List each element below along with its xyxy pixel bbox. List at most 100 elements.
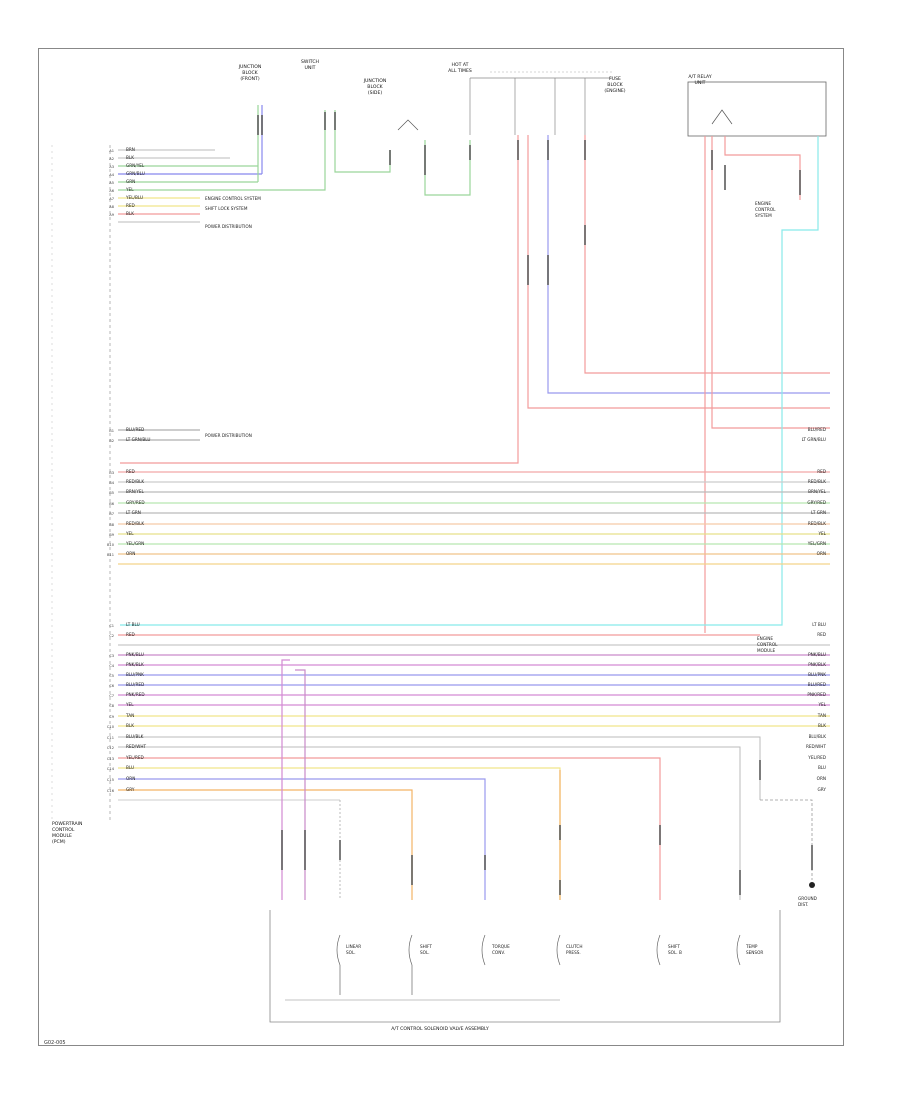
wire-color-label-right: YEL [817, 702, 826, 707]
wire-pin: C14 [107, 767, 115, 771]
wire-pin: C6 [109, 684, 115, 688]
wire-color-label: PNK/RED [126, 692, 145, 697]
relay-unit-box [687, 81, 827, 137]
wire-pin: C13 [107, 757, 114, 761]
wire-pin: A8 [109, 205, 114, 209]
wire-color-label-right: PNK/RED [807, 692, 826, 697]
wire-color-label: TAN [125, 713, 134, 718]
wire-pin: B6 [109, 502, 114, 506]
wire-color-label-right: ORN [817, 776, 826, 781]
wire-color-label-right: RED/BLK [808, 521, 826, 526]
wire-pin: C9 [109, 715, 115, 719]
connector-label-c4: ALL TIMES [448, 68, 472, 74]
wire-color-label: RED [126, 632, 135, 637]
wire-color-label-right: BLU/PNK [808, 672, 826, 677]
ref-1-a: ENGINE [755, 201, 771, 206]
wire-color-label: ORN [126, 551, 135, 556]
pcm-label-1: CONTROL [52, 827, 75, 833]
wire-color-label: BLU/BLK [126, 734, 144, 739]
solenoid-label-s5: SHIFT [668, 944, 680, 949]
wire-color-label: YEL/BLU [125, 195, 143, 200]
wire-c2-grn [210, 110, 326, 191]
connector-label-c3: JUNCTION [363, 78, 387, 84]
wire-color-label: BLK [126, 211, 134, 216]
solenoid-label-s2: SOL. [420, 950, 430, 955]
solenoid-label-s4: CLUTCH [566, 944, 583, 949]
wire-pin: B2 [109, 439, 114, 443]
wire-pin: B5 [109, 491, 114, 495]
wire-color-label-right: GRY [818, 787, 827, 792]
wire-color-label: GRY [126, 787, 135, 792]
wire-color-label-right: BRN/YEL [808, 489, 827, 494]
wire-fuse2-red [527, 135, 830, 409]
connector-label-c1: JUNCTION [238, 64, 262, 70]
wire-color-label: BLU/PNK [126, 672, 144, 677]
connector-label-c5: FUSE [609, 76, 621, 82]
wire-color-label-right: RED/WHT [806, 744, 826, 749]
wire-pin: C4 [109, 664, 115, 668]
ref-2-b: CONTROL [757, 642, 778, 647]
wire-color-label-right: LT GRN [811, 510, 826, 515]
note-engine-control: ENGINE CONTROL SYSTEM [205, 196, 261, 201]
wire-pin: B7 [109, 512, 114, 516]
switch-c3 [397, 119, 419, 131]
connector-label-c2: UNIT [305, 65, 316, 71]
connector-label-c6: UNIT [695, 80, 706, 86]
ref-1-c: SYSTEM [755, 213, 772, 218]
solenoid-label-s1: SOL. [346, 950, 356, 955]
wire-color-label-right: YEL/GRN [807, 541, 826, 546]
wire-color-label: ORN [126, 776, 135, 781]
connector-label-c3: (SIDE) [368, 90, 383, 96]
wire-color-label: PNK/BLK [126, 662, 144, 667]
diagram-frame [38, 48, 844, 1046]
wire-color-label-right: BLK [818, 723, 826, 728]
wire-fuse1-red [120, 135, 519, 464]
wire-pin: C12 [107, 746, 114, 750]
wire-color-label: GRN/BLU [126, 171, 145, 176]
wire-pin: C16 [107, 789, 115, 793]
wire-color-label: BLK [126, 155, 134, 160]
wire-color-label-right: RED [817, 632, 826, 637]
wire-color-label-right: ORN [817, 551, 826, 556]
wire-color-label: GRY/RED [126, 500, 145, 505]
wire-color-label: RED/WHT [126, 744, 146, 749]
wire-color-label: BLU/RED [126, 682, 144, 687]
wire-pin: B3 [109, 471, 114, 475]
connector-label-c1: (FRONT) [240, 76, 259, 82]
relay-switch [711, 109, 733, 125]
wire-color-label-right: LT GRN/BLU [802, 437, 826, 442]
wire-pin: A1 [109, 149, 114, 153]
wire-color-label: YEL [125, 702, 134, 707]
wire-color-label: YEL [125, 187, 134, 192]
pcm-label-0: POWERTRAIN [52, 821, 82, 827]
wire-pin: B9 [109, 533, 114, 537]
wire-color-label: RED [126, 469, 135, 474]
ref-2-c: MODULE [757, 648, 776, 653]
wire-pin: C11 [107, 736, 114, 740]
solenoid-shapes [336, 934, 741, 995]
connector-labels: JUNCTIONBLOCK(FRONT)SWITCHUNITJUNCTIONBL… [238, 59, 712, 96]
group-3-wires [118, 634, 830, 900]
wire-relay-cyan [120, 136, 819, 626]
connector-label-c4: HOT AT [452, 62, 469, 68]
wire-color-label-right: LT BLU [812, 622, 826, 627]
connector-label-c5: BLOCK [607, 82, 623, 88]
connector-label-c1: BLOCK [242, 70, 258, 76]
solenoid-label-s2: SHIFT [420, 944, 432, 949]
diagram-code: G02-005 [44, 1040, 66, 1046]
wire-color-label-right: GRY/RED [807, 500, 826, 505]
solenoid-label-s3: TORQUE [491, 944, 510, 949]
solenoid-label-s3: CONV. [492, 950, 505, 955]
wire-pin: A5 [109, 181, 114, 185]
ref-1-b: CONTROL [755, 207, 776, 212]
wire-pin: C5 [109, 674, 114, 678]
solenoid-labels: LINEARSOL.SHIFTSOL.TORQUECONV.CLUTCHPRES… [346, 944, 763, 955]
tcm-label: A/T CONTROL SOLENOID VALVE ASSEMBLY [391, 1026, 489, 1032]
wire-pin: C10 [107, 725, 115, 729]
wire-color-label-right: BLU/RED [808, 427, 826, 432]
wire-color-label: YEL/RED [125, 755, 144, 760]
wire-pin: B8 [109, 523, 114, 527]
note-power-dist-2: POWER DISTRIBUTION [205, 433, 252, 438]
